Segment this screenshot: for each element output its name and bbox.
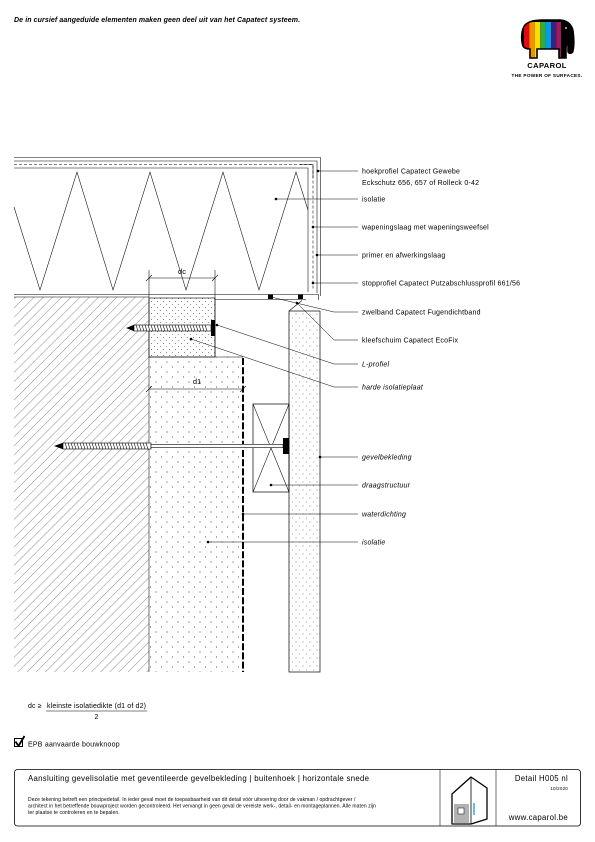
logo-stripe bbox=[540, 22, 546, 58]
label-insulation-top: isolatie bbox=[362, 197, 386, 204]
dimension-d1-label: d1 bbox=[193, 377, 201, 386]
etics-system-top bbox=[13, 157, 321, 300]
label-reinforcement: wapeningslaag met wapeningsweefsel bbox=[361, 225, 489, 232]
label-insulation-wall: isolatie bbox=[362, 540, 386, 547]
label-stop-profile: stopprofiel Capatect Putzabschlussprofil… bbox=[362, 281, 520, 288]
formula-numerator: kleinste isolatiedikte (d1 of d2) bbox=[47, 703, 146, 710]
dimension-dc: dc bbox=[145, 267, 219, 282]
detail-number: Detail H005 nl bbox=[515, 774, 568, 783]
masonry-wall bbox=[14, 297, 149, 672]
insulation-board-outline bbox=[14, 167, 309, 292]
logo-stripe bbox=[556, 22, 561, 58]
finish-coat-layer bbox=[14, 157, 321, 296]
detail-date: 10/2020 bbox=[550, 786, 568, 791]
disclaimer-line: Deze tekening betreft een principedetail… bbox=[28, 797, 356, 803]
logo-stripe bbox=[545, 22, 551, 58]
logo-brand: CAPAROL bbox=[527, 61, 566, 70]
wall-insulation bbox=[149, 357, 243, 672]
stop-profile bbox=[14, 294, 319, 300]
label-cladding: gevelbekleding bbox=[362, 455, 412, 462]
label-swelling-tape: zwelband Capatect Fugendichtband bbox=[362, 310, 481, 317]
house-facade-icon bbox=[451, 776, 488, 825]
formula-lhs: dc ≥ bbox=[28, 703, 42, 710]
anchor-upper bbox=[126, 320, 215, 336]
anchor-thread bbox=[64, 442, 149, 450]
logo-tagline: THE POWER OF SURFACES. bbox=[512, 73, 583, 78]
corner-profile bbox=[300, 164, 314, 178]
disclaimer-line: architect in het betreffende bouwproject… bbox=[28, 804, 376, 810]
label-primer: primer en afwerkingslaag bbox=[362, 253, 445, 260]
facade-cladding bbox=[288, 300, 321, 673]
label-hard-board: harde isolatieplaat bbox=[362, 385, 424, 392]
formula-denominator: 2 bbox=[95, 714, 99, 721]
checkbox-checked-icon bbox=[14, 735, 26, 747]
detail-title: Aansluiting gevelisolatie met geventilee… bbox=[28, 774, 369, 783]
disclaimer-line: ter plaatse te controleren en te bepalen… bbox=[28, 810, 120, 816]
label-support: draagstructuur bbox=[362, 483, 411, 490]
logo-stripe bbox=[551, 22, 557, 58]
caparol-logo: CAPAROL THE POWER OF SURFACES. bbox=[512, 19, 583, 78]
reinforcement-mesh-layer bbox=[14, 164, 314, 289]
dimension-d1: d1 bbox=[145, 377, 247, 393]
label-l-profile: L-profiel bbox=[362, 362, 389, 369]
component-labels: hoekprofiel Capatect Gewebe Eckschutz 65… bbox=[361, 169, 520, 547]
header-note: De in cursief aangeduide elementen maken… bbox=[14, 17, 300, 24]
stop-profile-tip bbox=[298, 294, 303, 299]
wall-section bbox=[14, 270, 321, 673]
epb-label: EPB aanvaarde bouwknoop bbox=[28, 742, 120, 749]
leader-lines bbox=[189, 169, 358, 544]
logo-stripe bbox=[529, 22, 535, 58]
epb-approval: EPB aanvaarde bouwknoop bbox=[14, 735, 120, 749]
dimension-dc-label: dc bbox=[178, 267, 186, 276]
insulation-zigzag-symbol bbox=[13, 171, 309, 291]
adhesive-foam bbox=[288, 300, 303, 312]
label-waterproofing: waterdichting bbox=[362, 512, 406, 519]
primer-layer bbox=[14, 160, 318, 293]
dc-formula: dc ≥ kleinste isolatiedikte (d1 of d2) 2 bbox=[28, 703, 148, 721]
logo-stripe bbox=[534, 22, 541, 58]
elephant-icon bbox=[520, 19, 575, 59]
website-link: www.caparol.be bbox=[508, 813, 568, 822]
label-corner-profile-types: Eckschutz 656, 657 of Rolleck 0-42 bbox=[362, 180, 479, 187]
title-block: Aansluiting gevelisolatie met geventilee… bbox=[14, 769, 581, 827]
anchor-lower bbox=[54, 438, 289, 454]
logo-stripe bbox=[524, 22, 530, 58]
label-adhesive-foam: kleefschuim Capatect EcoFix bbox=[362, 338, 458, 345]
anchor-thread bbox=[135, 324, 208, 332]
label-corner-profile: hoekprofiel Capatect Gewebe bbox=[362, 169, 460, 176]
